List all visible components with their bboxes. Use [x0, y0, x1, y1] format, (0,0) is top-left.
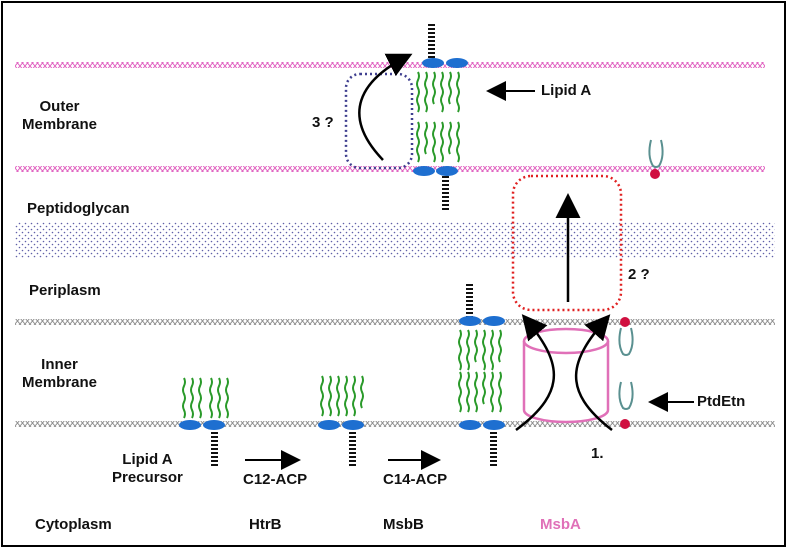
ptdetn-outer-membrane [648, 139, 664, 179]
step2-label: 2 ? [628, 266, 650, 283]
msba-transporter [522, 327, 610, 424]
c14-acp-label: C14-ACP [383, 471, 448, 488]
peptidoglycan-layer [15, 222, 775, 258]
step3-arrow [358, 53, 413, 161]
c12-acp-label: C12-ACP [243, 471, 308, 488]
inner-membrane-bottom-leaflet [15, 421, 775, 427]
ptdetn-inner-bottom [618, 381, 634, 429]
lipid-a-outer-membrane [413, 22, 468, 212]
periplasm-label: Periplasm [29, 282, 101, 299]
htrb-product-molecule [318, 375, 364, 466]
lipid-a-precursor-molecule [179, 377, 229, 466]
peptidoglycan-label: Peptidoglycan [27, 200, 130, 217]
step1-label: 1. [591, 445, 604, 462]
step2-box [511, 174, 623, 312]
ptdetn-label: PtdEtn [697, 393, 746, 410]
msba-label: MsbA [540, 516, 581, 533]
msba-flip-arrow-left [515, 314, 555, 432]
msbb-product-molecule [458, 282, 505, 468]
cytoplasm-label: Cytoplasm [35, 516, 112, 533]
msba-flip-arrow-right [574, 314, 613, 431]
htrb-label: HtrB [249, 516, 282, 533]
outer-membrane-label: Outer Membrane [22, 98, 98, 133]
inner-membrane-top-leaflet [15, 319, 775, 325]
ptdetn-inner-top [618, 317, 634, 356]
inner-membrane-label: Inner Membrane [22, 356, 98, 391]
msbb-label: MsbB [383, 516, 424, 533]
step3-label: 3 ? [312, 114, 334, 131]
step3-box [344, 72, 414, 170]
lipid-a-label: Lipid A [541, 82, 592, 99]
lipid-a-precursor-label: Lipid A Precursor [112, 451, 183, 486]
